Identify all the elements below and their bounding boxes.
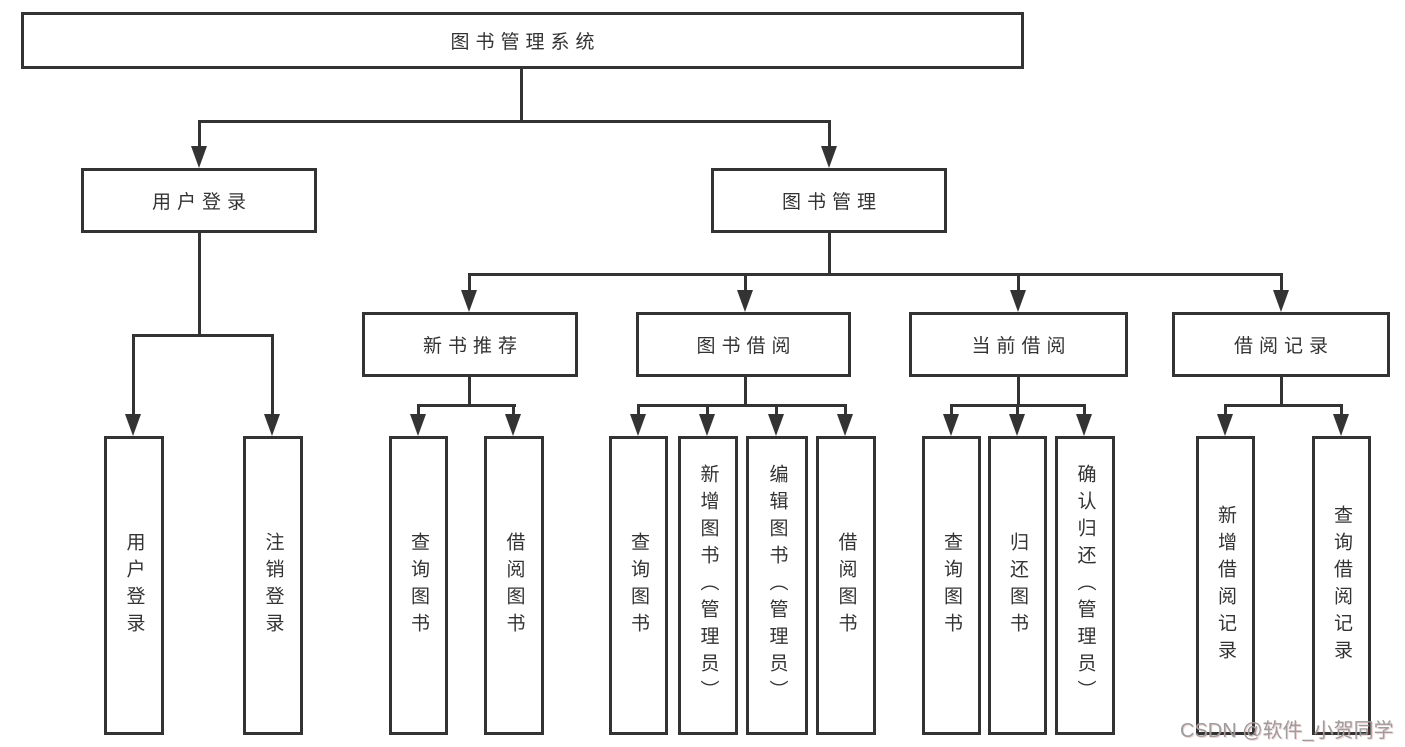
- connector-br-child-2: [1340, 404, 1343, 418]
- connector-nbr-bar: [417, 404, 516, 407]
- arrowhead-nbr-child-1: [410, 414, 426, 436]
- connector-to-leaf-user-login: [132, 334, 135, 418]
- arrowhead-cb-child-2: [1009, 414, 1025, 436]
- connector-cb-child-1: [950, 404, 953, 418]
- leaf-bb-borrow-books-label: 借阅图书: [835, 531, 857, 640]
- leaf-nbr-borrow-books-label: 借阅图书: [503, 531, 525, 640]
- connector-bb-child-3: [775, 404, 778, 418]
- arrowhead-to-leaf-user-login: [125, 414, 141, 436]
- leaf-br-add-record: 新增借阅记录: [1196, 436, 1255, 735]
- connector-bb-child-2: [706, 404, 709, 418]
- arrowhead-br-child-2: [1333, 414, 1349, 436]
- node-book-borrowing-label: 图书借阅: [696, 336, 797, 357]
- node-current-borrowing: 当前借阅: [909, 312, 1128, 377]
- connector-bb-stem: [744, 377, 747, 404]
- connector-user-login-bar: [132, 334, 274, 337]
- node-borrowing-records: 借阅记录: [1172, 312, 1390, 377]
- arrowhead-bb-child-4: [837, 414, 853, 436]
- leaf-nbr-borrow-books: 借阅图书: [484, 436, 544, 735]
- arrowhead-to-current-borrowing: [1010, 290, 1026, 312]
- node-user-login-label: 用户登录: [151, 192, 252, 213]
- node-borrowing-records-label: 借阅记录: [1233, 336, 1334, 357]
- connector-cb-stem: [1017, 377, 1020, 404]
- connector-root-bar: [198, 120, 831, 123]
- arrowhead-bb-child-1: [630, 414, 646, 436]
- connector-nbr-stem: [468, 377, 471, 404]
- leaf-bb-query-books: 查询图书: [609, 436, 668, 735]
- connector-br-child-1: [1224, 404, 1227, 418]
- leaf-user-login: 用户登录: [104, 436, 164, 735]
- leaf-cb-confirm-return-admin-label: 确认归还（管理员）: [1074, 464, 1096, 707]
- arrowhead-to-borrowing-records: [1273, 290, 1289, 312]
- arrowhead-to-leaf-logout: [264, 414, 280, 436]
- node-book-management-label: 图书管理: [781, 192, 882, 213]
- connector-cb-child-3: [1083, 404, 1086, 418]
- connector-cb-child-2: [1016, 404, 1019, 418]
- node-book-borrowing: 图书借阅: [636, 312, 851, 377]
- leaf-nbr-query-books-label: 查询图书: [408, 531, 429, 640]
- connector-bb-child-1: [637, 404, 640, 418]
- arrowhead-to-book-borrowing: [737, 290, 753, 312]
- arrowhead-to-user-login: [191, 146, 207, 168]
- connector-to-current-borrowing: [1017, 273, 1020, 293]
- connector-br-bar: [1224, 404, 1342, 407]
- node-user-login: 用户登录: [81, 168, 317, 233]
- connector-nbr-child-2: [512, 404, 515, 418]
- csdn-watermark: CSDN @软件_小贺同学: [1180, 720, 1394, 742]
- connector-to-user-login: [198, 120, 201, 150]
- leaf-nbr-query-books: 查询图书: [389, 436, 448, 735]
- connector-to-new-book-recommendation: [468, 273, 471, 293]
- arrowhead-bb-child-3: [768, 414, 784, 436]
- node-current-borrowing-label: 当前借阅: [971, 336, 1072, 357]
- leaf-bb-add-books-admin-label: 新增图书（管理员）: [697, 464, 719, 707]
- arrowhead-to-new-book-recommendation: [461, 290, 477, 312]
- connector-to-book-management: [828, 120, 831, 150]
- connector-user-login-stem: [198, 233, 201, 334]
- leaf-bb-borrow-books: 借阅图书: [816, 436, 876, 735]
- node-root: 图书管理系统: [21, 12, 1024, 69]
- leaf-bb-query-books-label: 查询图书: [628, 531, 649, 640]
- connector-root-stem: [520, 69, 523, 120]
- node-root-label: 图书管理系统: [450, 32, 601, 53]
- node-book-management: 图书管理: [711, 168, 947, 233]
- leaf-bb-edit-books-admin: 编辑图书（管理员）: [746, 436, 808, 735]
- connector-bb-child-4: [844, 404, 847, 418]
- arrowhead-br-child-1: [1217, 414, 1233, 436]
- connector-bb-bar: [637, 404, 847, 407]
- leaf-br-add-record-label: 新增借阅记录: [1215, 504, 1236, 667]
- leaf-cb-query-books: 查询图书: [922, 436, 981, 735]
- connector-br-stem: [1280, 377, 1283, 404]
- leaf-br-query-record-label: 查询借阅记录: [1331, 504, 1352, 667]
- leaf-br-query-record: 查询借阅记录: [1312, 436, 1371, 735]
- arrowhead-to-book-management: [821, 146, 837, 168]
- leaf-cb-confirm-return-admin: 确认归还（管理员）: [1055, 436, 1115, 735]
- leaf-bb-add-books-admin: 新增图书（管理员）: [678, 436, 738, 735]
- connector-to-leaf-logout: [271, 334, 274, 418]
- connector-book-management-bar: [468, 273, 1283, 276]
- node-new-book-recommendation-label: 新书推荐: [422, 336, 523, 357]
- connector-nbr-child-1: [417, 404, 420, 418]
- arrowhead-cb-child-1: [943, 414, 959, 436]
- leaf-cb-return-books: 归还图书: [988, 436, 1047, 735]
- connector-book-management-stem: [828, 233, 831, 273]
- connector-to-borrowing-records: [1280, 273, 1283, 293]
- leaf-bb-edit-books-admin-label: 编辑图书（管理员）: [766, 464, 788, 707]
- arrowhead-nbr-child-2: [505, 414, 521, 436]
- leaf-user-login-label: 用户登录: [123, 531, 145, 640]
- arrowhead-bb-child-2: [699, 414, 715, 436]
- node-new-book-recommendation: 新书推荐: [362, 312, 578, 377]
- leaf-logout: 注销登录: [243, 436, 303, 735]
- leaf-cb-return-books-label: 归还图书: [1007, 531, 1028, 640]
- leaf-logout-label: 注销登录: [262, 531, 284, 640]
- leaf-cb-query-books-label: 查询图书: [941, 531, 962, 640]
- arrowhead-cb-child-3: [1076, 414, 1092, 436]
- connector-to-book-borrowing: [744, 273, 747, 293]
